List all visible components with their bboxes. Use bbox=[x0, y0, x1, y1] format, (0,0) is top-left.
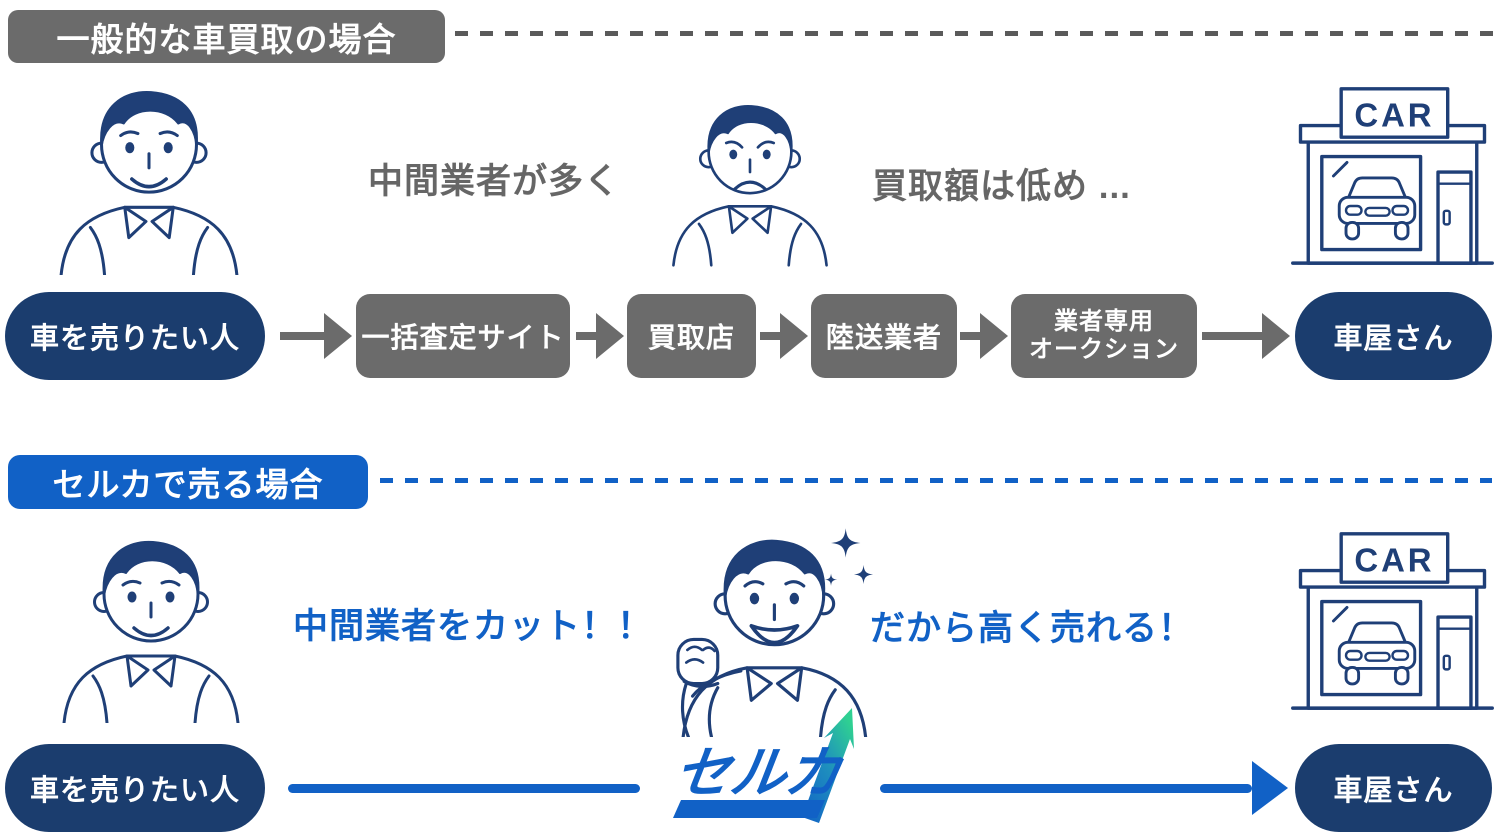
person-sad-illustration bbox=[671, 104, 829, 267]
flow-node-assessment-site: 一括査定サイト bbox=[356, 294, 570, 378]
flow-node-seller: 車を売りたい人 bbox=[5, 744, 265, 832]
direct-line bbox=[288, 784, 640, 793]
car-shop-sign-text: CAR bbox=[1354, 97, 1434, 134]
selca-logo: セルカ bbox=[670, 708, 854, 823]
flow-arrow-icon bbox=[760, 313, 808, 359]
flow-node-car-dealer: 車屋さん bbox=[1295, 292, 1492, 380]
dashed-divider-blue bbox=[380, 478, 1492, 483]
car-shop-illustration: CAR bbox=[1291, 87, 1494, 265]
direct-arrow-icon bbox=[880, 761, 1288, 815]
dealer-auction-line2: オークション bbox=[1029, 336, 1179, 363]
car-shop-sign-text: CAR bbox=[1354, 542, 1434, 579]
flow-arrow-icon bbox=[960, 313, 1008, 359]
person-seller-happy-illustration bbox=[62, 540, 240, 723]
dealer-auction-line1: 業者専用 bbox=[1054, 307, 1154, 335]
selca-logo-underline bbox=[673, 800, 825, 818]
flow-node-transporter: 陸送業者 bbox=[811, 294, 957, 378]
flow-node-seller: 車を売りたい人 bbox=[5, 292, 265, 380]
flow-arrow-icon bbox=[576, 313, 624, 359]
note-many-middlemen: 中間業者が多く bbox=[368, 162, 621, 201]
flow-arrow-icon bbox=[280, 313, 352, 359]
flow-node-purchase-shop: 買取店 bbox=[627, 294, 756, 378]
dashed-divider-gray bbox=[455, 31, 1493, 36]
person-seller-happy-illustration bbox=[59, 90, 239, 275]
flow-node-car-dealer: 車屋さん bbox=[1295, 744, 1492, 832]
selca-logo-arrow-icon bbox=[802, 708, 854, 823]
car-shop-illustration: CAR bbox=[1291, 532, 1494, 710]
note-sell-higher: だから高く売れる！ bbox=[870, 609, 1195, 648]
section-header-selca: セルカで売る場合 bbox=[8, 455, 368, 509]
selca-logo-text: セルカ bbox=[670, 741, 847, 804]
note-cut-middlemen: 中間業者をカット！！ bbox=[293, 607, 654, 646]
flow-arrow-icon bbox=[1202, 313, 1290, 359]
note-low-price: 買取額は低め ... bbox=[872, 167, 1131, 206]
flow-node-dealer-auction: 業者専用 オークション bbox=[1011, 294, 1197, 378]
section-header-generic: 一般的な車買取の場合 bbox=[8, 10, 445, 63]
